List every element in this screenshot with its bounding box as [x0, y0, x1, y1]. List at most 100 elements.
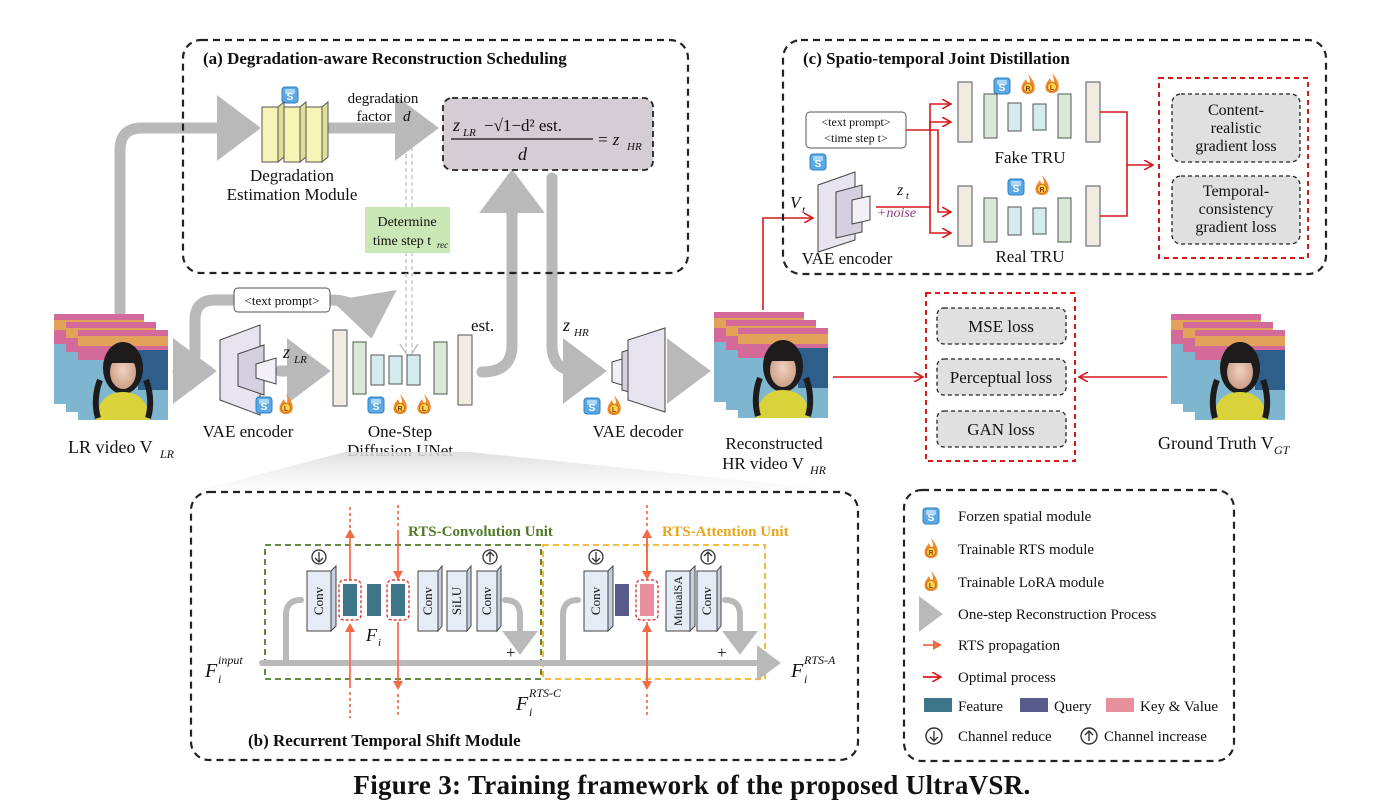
attn-unit-blocks: Conv MutualSA Conv — [583, 549, 722, 633]
legend-frozen: Forzen spatial module — [958, 509, 1092, 525]
conv-unit-blocks: Conv F i Conv SiLU Conv — [306, 549, 502, 649]
loss2-l2: consistency — [1199, 201, 1274, 218]
arrow-lr-to-degradation — [114, 95, 261, 324]
factor-label: factor — [357, 109, 392, 125]
rtsa-sup: RTS-A — [803, 653, 836, 667]
plus-conv: + — [506, 643, 516, 662]
diffusion-unet: est. One-Step Diffusion UNet — [332, 316, 494, 460]
rts-propagation — [345, 505, 652, 718]
degradation-label: degradation — [348, 91, 419, 107]
conv-3: Conv — [479, 586, 494, 615]
attn-unit-label: RTS-Attention Unit — [662, 524, 789, 540]
lr-sub: LR — [159, 447, 175, 461]
vt-label: V — [790, 193, 803, 212]
c-vae-label: VAE encoder — [802, 249, 893, 268]
legend-optimal: Optimal process — [958, 670, 1056, 686]
loss-mse: MSE loss — [968, 317, 1034, 336]
recon-label-1: Reconstructed — [725, 434, 823, 453]
channel-reduce-icon — [311, 549, 327, 565]
c-red-arrows — [876, 104, 1152, 233]
zlr-sub: LR — [293, 354, 307, 366]
silu: SiLU — [449, 586, 464, 615]
channel-increase-icon — [700, 549, 716, 565]
fake-tru: Fake TRU — [957, 73, 1101, 167]
main-flow-arrow — [259, 597, 781, 681]
module-label-2: Estimation Module — [227, 185, 358, 204]
loss-group: MSE loss Perceptual loss GAN loss — [925, 292, 1076, 462]
panel-c: (c) Spatio-temporal Joint Distillation <… — [781, 38, 1328, 276]
lr-label: LR video V — [68, 437, 153, 457]
reconstructed-video: Reconstructed HR video V HR — [714, 312, 828, 477]
fake-tru-label: Fake TRU — [995, 148, 1066, 167]
formula-box: z LR −√1−d² est. d = z HR — [442, 97, 654, 171]
factor-d: d — [403, 109, 411, 125]
vae-decoder: VAE decoder — [583, 327, 684, 441]
est-label: est. — [471, 316, 494, 335]
figure-caption: Figure 3: Training framework of the prop… — [353, 770, 1031, 800]
arrow-formula-to-decoder — [546, 172, 607, 404]
text-prompt-box: <text prompt> — [233, 287, 331, 313]
reconstruction-arrows — [114, 95, 711, 404]
legend-feature: Feature — [958, 699, 1003, 715]
ground-truth-video: Ground Truth V GT — [1158, 314, 1291, 457]
loss1-l3: gradient loss — [1195, 138, 1276, 155]
arrow-encoder-to-prompt — [189, 294, 238, 362]
vt-sub: t — [802, 204, 806, 216]
legend: Forzen spatial module Trainable RTS modu… — [902, 488, 1236, 763]
conv-1: Conv — [311, 586, 326, 615]
legend-increase: Channel increase — [1104, 729, 1207, 745]
prompt-timestep-box: <text prompt> <time step t> — [805, 111, 907, 149]
legend-query: Query — [1054, 699, 1092, 715]
determine-line2: time step t — [373, 234, 431, 249]
loss2-l3: gradient loss — [1195, 219, 1276, 236]
channel-reduce-icon — [925, 727, 943, 745]
c-prompt-line1: <text prompt> — [821, 115, 890, 129]
module-label-1: Degradation — [250, 166, 335, 185]
channel-increase-icon — [482, 549, 498, 565]
panel-b-title: (b) Recurrent Temporal Shift Module — [248, 731, 521, 750]
training-framework-diagram: S R L — [0, 38, 1328, 763]
vae-encoder: VAE encoder — [203, 324, 294, 441]
mutualsa: MutualSA — [671, 576, 685, 626]
zlr-label: z — [282, 342, 290, 362]
rtsc-sub: i — [529, 705, 532, 719]
real-tru-label: Real TRU — [995, 247, 1064, 266]
legend-keyvalue: Key & Value — [1140, 699, 1218, 715]
rtsa-sub: i — [804, 672, 807, 686]
legend-lora: Trainable LoRA module — [958, 575, 1104, 591]
rtsc-sup: RTS-C — [528, 686, 562, 700]
zhr-label: z — [562, 315, 570, 335]
legend-border — [902, 488, 1236, 763]
determine-timestep-box: Determine time step t rec — [365, 207, 450, 253]
zoom-funnel — [192, 452, 855, 492]
gt-label: Ground Truth V — [1158, 433, 1274, 453]
loss2-l1: Temporal- — [1203, 183, 1269, 200]
legend-rts: Trainable RTS module — [958, 542, 1094, 558]
degradation-estimation-module: Degradation Estimation Module — [227, 86, 358, 204]
formula-rhs-sub: HR — [626, 141, 642, 153]
channel-increase-icon — [1080, 727, 1098, 745]
fi-label: F — [365, 625, 378, 645]
attn-unit-border — [542, 544, 766, 680]
c-prompt-line2: <time step t> — [824, 131, 888, 145]
loss1-l1: Content- — [1208, 102, 1264, 119]
panel-c-border — [781, 38, 1328, 276]
red-arrows-main — [762, 218, 1167, 377]
zt-sub: t — [906, 191, 909, 202]
loss-gan: GAN loss — [967, 420, 1035, 439]
content-loss: Content- realistic gradient loss — [1171, 93, 1301, 163]
conv-unit-label: RTS-Convolution Unit — [408, 524, 553, 540]
legend-reduce: Channel reduce — [958, 729, 1052, 745]
channel-reduce-icon — [588, 549, 604, 565]
determine-sub: rec — [437, 240, 448, 250]
panel-a-title: (a) Degradation-aware Reconstruction Sch… — [203, 49, 567, 68]
zt-label: z — [896, 182, 904, 199]
zhr-sub: HR — [573, 327, 589, 339]
conv-5: Conv — [699, 586, 714, 615]
arrow-prompt-to-unet — [324, 289, 397, 339]
formula-z: z — [452, 115, 460, 135]
conv-unit-border — [264, 544, 542, 680]
loss-perceptual: Perceptual loss — [950, 368, 1052, 387]
conv-4: Conv — [588, 586, 603, 615]
legend-rtsprop: RTS propagation — [958, 638, 1061, 654]
